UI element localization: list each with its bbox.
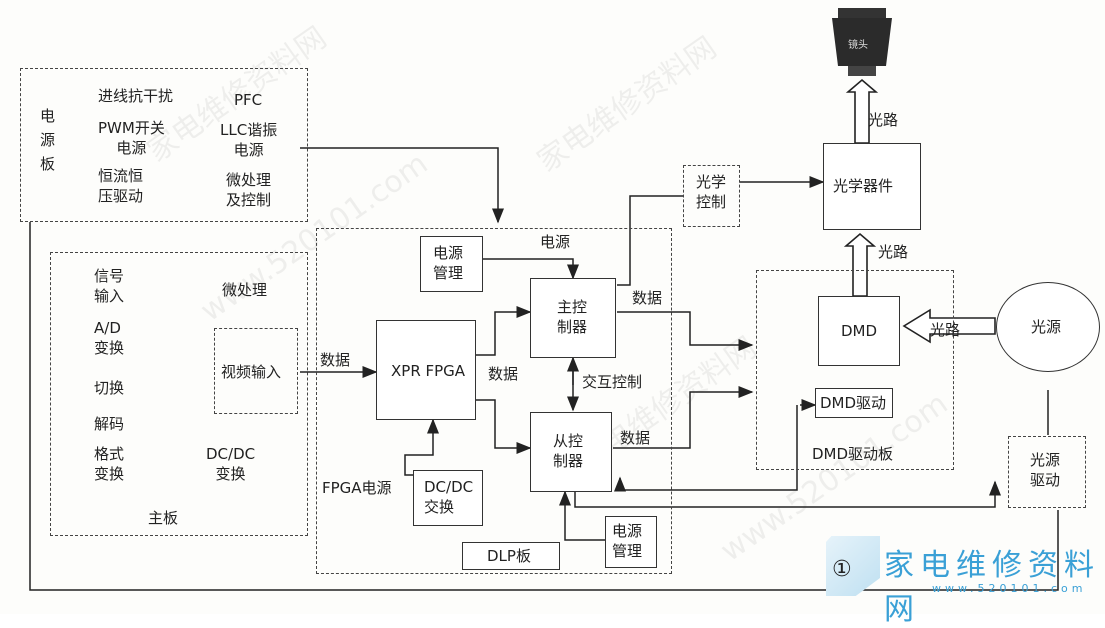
optical-control (683, 165, 740, 227)
main-board-item: 格式 变换 (94, 445, 125, 483)
optical-device: 光学器件 (823, 143, 921, 230)
light-source-drive (1008, 436, 1086, 508)
dmd-board-title: DMD驱动板 (812, 445, 894, 463)
power-board-item: 恒流恒 压驱动 (98, 167, 144, 205)
video-input-block (214, 328, 298, 414)
main-board (50, 252, 308, 536)
main-board-item: 解码 (94, 415, 125, 433)
logo-url: www.520101.com (932, 582, 1087, 595)
fpga-power-label: FPGA电源 (322, 479, 392, 497)
power-management-top: 电源 管理 (420, 236, 483, 292)
main-board-item: A/D 变换 (94, 319, 125, 357)
video-input-label: 视频输入 (221, 363, 282, 381)
dlp-board (316, 228, 672, 574)
edge-label-light-path: 光路 (930, 321, 961, 339)
edge-label-data: 数据 (632, 289, 663, 307)
power-management-bottom: 电源 管理 (605, 516, 657, 568)
dcdc-converter: DC/DC 交换 (413, 470, 483, 526)
edge-label-interactive: 交互控制 (582, 373, 643, 391)
dlp-board-title: DLP板 (462, 542, 560, 570)
optical-control-label: 光学 控制 (696, 173, 727, 211)
edge-label-data: 数据 (320, 351, 351, 369)
power-board-item: 进线抗干扰 (98, 87, 174, 105)
edge-label-light-path: 光路 (878, 243, 909, 261)
main-board-item: 切换 (94, 379, 125, 397)
xpr-fpga: XPR FPGA (376, 320, 476, 420)
logo-badge: ① (832, 557, 852, 582)
lens-label: 镜头 (848, 40, 868, 51)
power-board-item: 微处理 及控制 (226, 171, 272, 209)
light-drive-label: 光源 驱动 (1030, 451, 1061, 489)
logo-text: 家电维修资料网 (884, 548, 1100, 627)
diagram-canvas: 家电维修资料网 www.520101.com 家电维修资料网 家电维修资料网 w… (20, 8, 1100, 627)
power-board-item: PFC (234, 91, 263, 109)
power-board-title: 电 源 板 (40, 107, 56, 173)
edge-label-data: 数据 (488, 365, 519, 383)
main-board-item: 信号 输入 (94, 267, 125, 305)
edge-label-data: 数据 (620, 429, 651, 447)
dmd-board (756, 270, 954, 470)
connection-lines (29, 8, 1059, 591)
power-board-item: PWM开关 电源 (98, 119, 165, 157)
dmd-drive: DMD驱动 (815, 388, 893, 418)
light-source: 光源 (996, 282, 1100, 372)
sub-controller: 从控 制器 (530, 412, 612, 492)
power-board (20, 68, 308, 222)
main-board-item: 微处理 (222, 281, 268, 299)
power-board-item: LLC谐振 电源 (220, 121, 278, 159)
main-controller: 主控 制器 (530, 278, 616, 358)
edge-label-light-path: 光路 (868, 111, 899, 129)
dmd-chip: DMD (818, 296, 900, 366)
edge-label-power: 电源 (540, 233, 571, 251)
main-board-title: 主板 (148, 509, 179, 527)
main-board-item: DC/DC 变换 (206, 445, 256, 483)
